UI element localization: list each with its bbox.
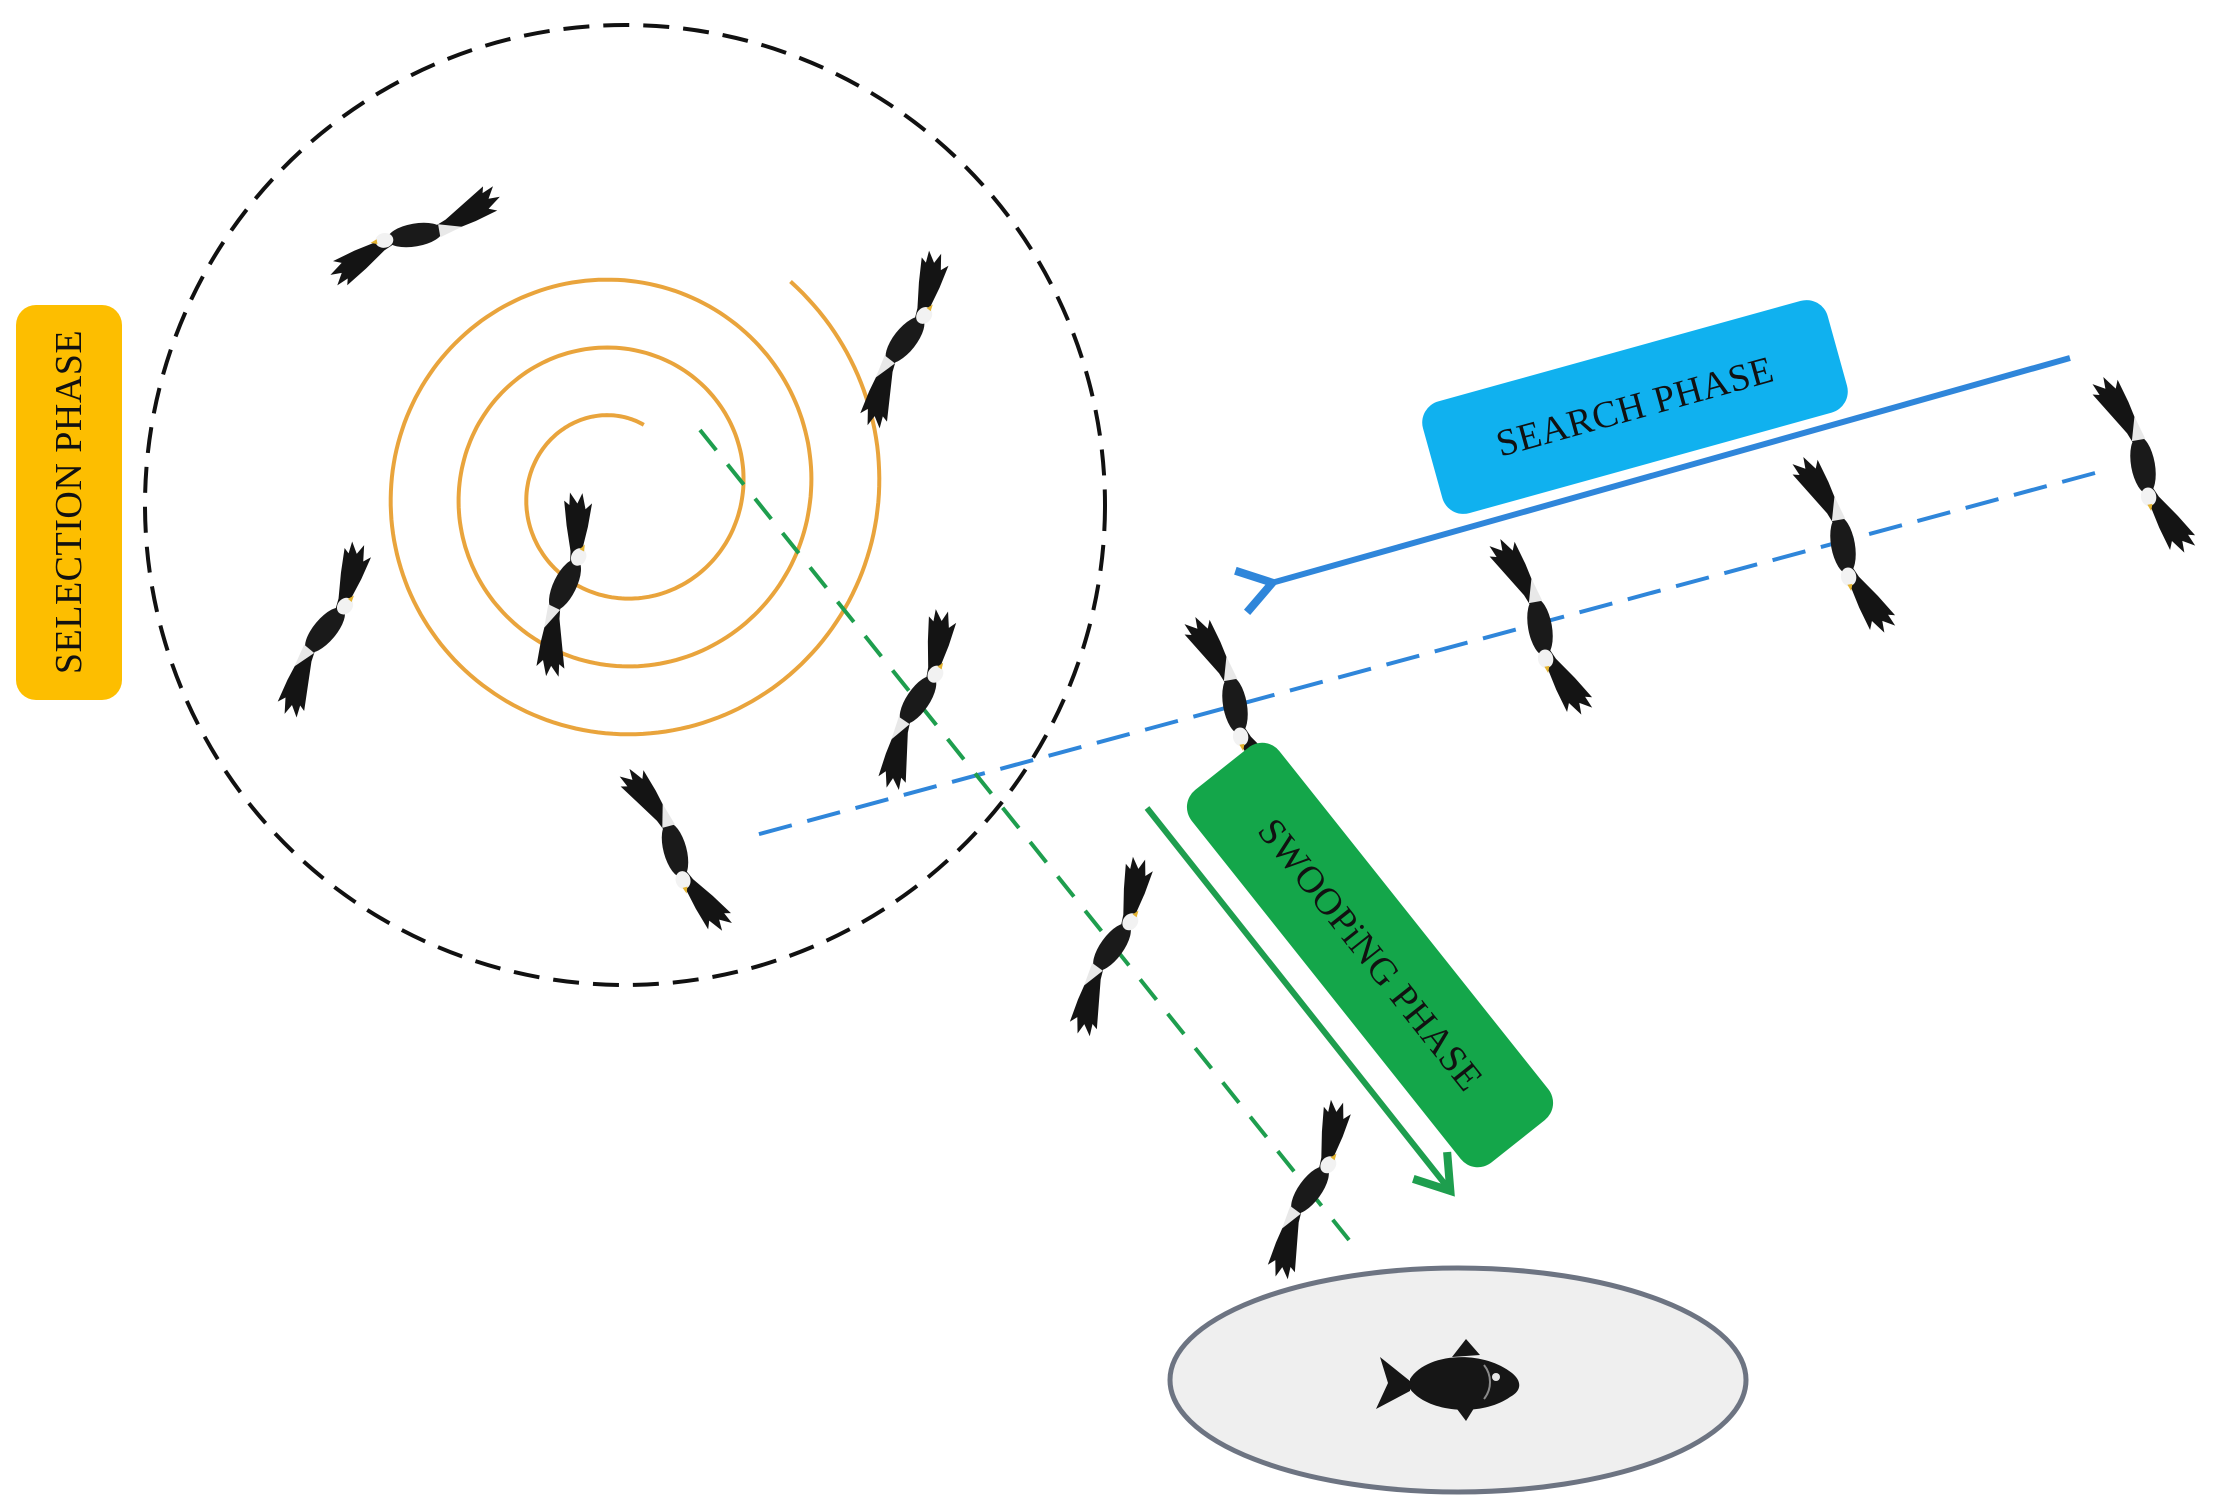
eagle-icon (836, 604, 999, 795)
search-phase-label: SEARCH PHASE (1422, 300, 1848, 514)
selection-spiral-path (388, 277, 882, 737)
eagle-icon (319, 183, 511, 288)
eagle-icon (2089, 366, 2198, 564)
search-phase-badge (1422, 300, 1848, 514)
eagle-icon (1789, 446, 1898, 644)
search-trajectory-dashed (751, 471, 2096, 838)
swooping-phase-badge (1186, 742, 1554, 1168)
selection-phase-badge (16, 305, 122, 700)
swoop-direction-arrow (1144, 806, 1455, 1197)
selection-phase-text: SELECTION PHASE (48, 330, 90, 674)
selection-boundary-circle (143, 23, 1107, 987)
eagle-icon (819, 245, 989, 434)
selection-phase-label: SELECTION PHASE (16, 305, 122, 700)
swooping-phase-text: SWOOPiNG PHASE (1249, 811, 1491, 1100)
search-direction-arrow (1234, 355, 2071, 615)
fish-icon (1376, 1339, 1520, 1421)
eagle-icon (1226, 1094, 1393, 1285)
swooping-phase-label: SWOOPiNG PHASE (1186, 742, 1554, 1168)
eagle-icon (238, 536, 411, 723)
eagle-icon (616, 753, 735, 947)
eagle-icon (1486, 528, 1595, 726)
